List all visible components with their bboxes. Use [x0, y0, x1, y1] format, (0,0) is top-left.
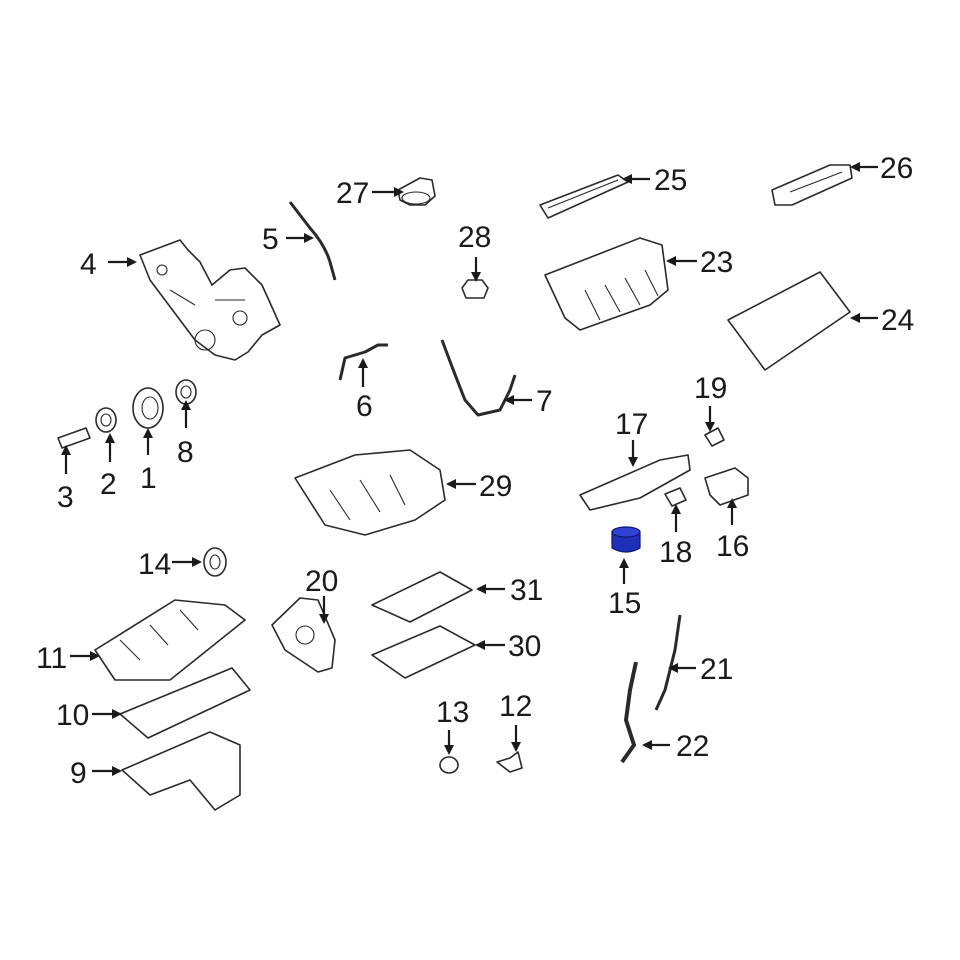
callout-3: 3 [57, 481, 74, 514]
callout-6: 6 [356, 390, 373, 423]
part-10-oil-pan-gasket[interactable] [119, 667, 251, 739]
part-15-oil-filter[interactable] [611, 526, 641, 553]
part-28-breather[interactable] [461, 279, 489, 299]
callout-23: 23 [700, 246, 733, 279]
callout-7: 7 [536, 385, 553, 418]
part-6-tube[interactable] [338, 343, 388, 381]
callout-lines [61, 162, 878, 776]
part-30-baffle[interactable] [371, 625, 476, 679]
callout-28: 28 [458, 221, 491, 254]
callout-labels: 4 5 27 28 25 26 23 24 6 7 3 2 1 8 19 17 … [36, 152, 914, 790]
part-24-cover-panel[interactable] [727, 271, 851, 371]
part-4-timing-cover[interactable] [139, 239, 281, 361]
part-1-pulley[interactable] [132, 387, 164, 429]
callout-4: 4 [80, 248, 97, 281]
part-25-valve-cover-gasket[interactable] [539, 174, 629, 219]
part-26-seal[interactable] [771, 164, 853, 206]
callout-31: 31 [510, 574, 543, 607]
callout-30: 30 [508, 630, 541, 663]
callout-19: 19 [694, 372, 727, 405]
callout-2: 2 [100, 468, 117, 501]
part-5-gasket[interactable] [288, 201, 337, 281]
callout-25: 25 [654, 164, 687, 197]
part-19-sensor[interactable] [704, 427, 725, 447]
part-8-seal[interactable] [175, 379, 197, 405]
callout-1: 1 [140, 462, 157, 495]
part-31-pan-gasket[interactable] [371, 571, 473, 623]
callout-8: 8 [177, 436, 194, 469]
part-12-drain-plug[interactable] [496, 751, 523, 773]
callout-18: 18 [659, 536, 692, 569]
callout-29: 29 [479, 470, 512, 503]
callout-15: 15 [608, 587, 641, 620]
part-23-valve-cover[interactable] [544, 237, 669, 331]
part-2-washer[interactable] [95, 407, 117, 433]
part-14-seal[interactable] [203, 547, 227, 577]
part-3-bolt[interactable] [57, 427, 91, 449]
callout-14: 14 [138, 548, 171, 581]
callout-10: 10 [56, 699, 89, 732]
part-7-gasket[interactable] [440, 339, 517, 417]
callout-17: 17 [615, 408, 648, 441]
part-27-oil-filler-cap[interactable] [397, 177, 436, 206]
part-9-oil-pan[interactable] [121, 731, 241, 811]
callout-21: 21 [700, 653, 733, 686]
part-21-dipstick[interactable] [654, 614, 682, 711]
part-13-o-ring[interactable] [439, 756, 459, 774]
callout-16: 16 [716, 530, 749, 563]
part-18-fitting[interactable] [664, 487, 687, 507]
callout-20: 20 [305, 565, 338, 598]
part-20-oil-pump[interactable] [271, 597, 336, 673]
part-16-bracket[interactable] [704, 467, 749, 506]
callout-13: 13 [436, 696, 469, 729]
part-17-fuel-rail[interactable] [579, 454, 691, 511]
callout-27: 27 [336, 177, 369, 210]
callout-22: 22 [676, 730, 709, 763]
callout-11: 11 [36, 642, 67, 675]
callout-9: 9 [70, 757, 87, 790]
part-29-intake-manifold[interactable] [294, 449, 446, 536]
callout-5: 5 [262, 223, 279, 256]
callout-24: 24 [881, 304, 914, 337]
callout-12: 12 [499, 690, 532, 723]
callout-26: 26 [880, 152, 913, 185]
part-22-dipstick-tube[interactable] [620, 661, 638, 764]
part-11-windage-tray[interactable] [94, 599, 246, 681]
